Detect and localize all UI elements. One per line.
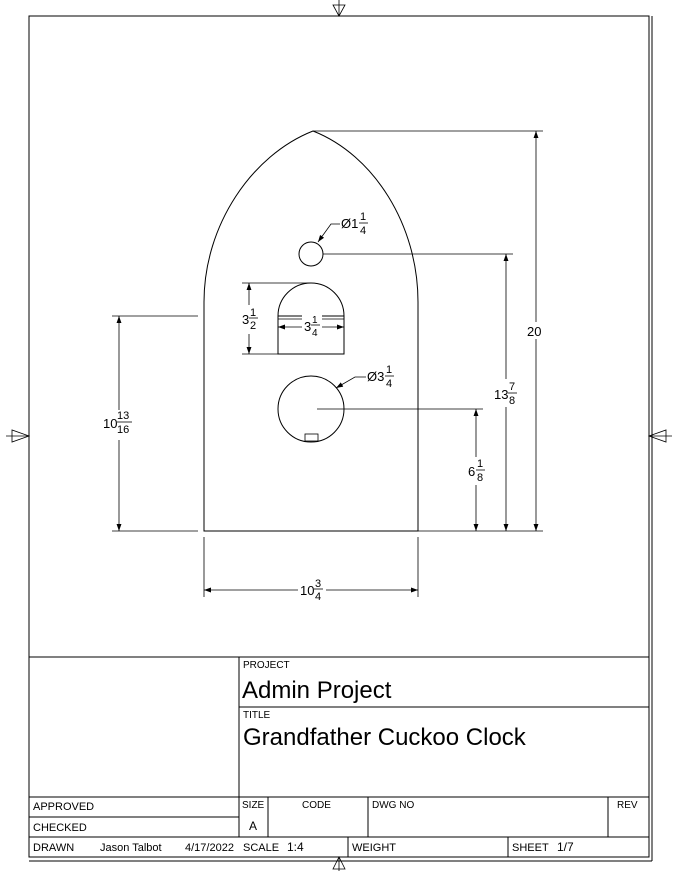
svg-text:3: 3	[304, 319, 311, 334]
svg-text:1: 1	[477, 458, 483, 470]
drawing-title: Grandfather Cuckoo Clock	[243, 724, 527, 751]
svg-text:3: 3	[242, 312, 249, 327]
svg-text:1: 1	[312, 315, 318, 326]
weight-label: WEIGHT	[352, 842, 396, 854]
svg-text:4: 4	[386, 378, 392, 390]
approved-label: APPROVED	[33, 801, 94, 813]
svg-text:1: 1	[360, 211, 366, 223]
dim-big-hole-height: 6 1 8	[468, 458, 485, 484]
leader-small-hole	[317, 223, 340, 243]
leader-big-hole	[335, 376, 366, 389]
svg-text:8: 8	[509, 395, 515, 407]
svg-text:3: 3	[315, 578, 321, 590]
svg-text:10: 10	[103, 416, 117, 431]
dim-small-hole-diameter: Ø1 1 4	[341, 211, 368, 237]
dim-small-hole-height: 13 7 8	[494, 381, 517, 407]
svg-text:Ø1: Ø1	[341, 216, 358, 231]
svg-text:8: 8	[477, 472, 483, 484]
dim-door-width: 3 1 4	[304, 315, 320, 339]
dim-big-hole-diameter: Ø3 1 4	[367, 364, 394, 390]
drawn-date: 4/17/2022	[185, 842, 234, 854]
svg-text:16: 16	[117, 424, 129, 436]
svg-text:13: 13	[494, 387, 508, 402]
scale-label: SCALE	[243, 842, 279, 854]
svg-text:13: 13	[117, 410, 129, 422]
svg-text:4: 4	[312, 328, 318, 339]
size-label: SIZE	[242, 800, 265, 811]
dim-door-height: 3 1 2	[242, 307, 258, 332]
drawn-by: Jason Talbot	[100, 842, 162, 854]
rev-label: REV	[617, 800, 638, 811]
checked-label: CHECKED	[33, 822, 87, 834]
extension-lines	[112, 130, 543, 597]
dim-total-height: 20	[527, 324, 541, 339]
svg-text:4: 4	[315, 591, 321, 603]
svg-text:7: 7	[509, 381, 515, 393]
svg-text:2: 2	[250, 320, 256, 332]
centering-mark-top	[332, 0, 346, 17]
size-value: A	[249, 819, 257, 833]
centering-mark-bottom	[332, 856, 346, 871]
title-label: TITLE	[243, 710, 271, 721]
project-label: PROJECT	[243, 660, 290, 671]
scale-value: 1:4	[287, 840, 304, 854]
dim-side-height: 10 13 16	[103, 410, 132, 436]
centering-mark-left	[6, 429, 31, 443]
svg-text:1: 1	[250, 307, 256, 319]
svg-text:1: 1	[386, 364, 392, 376]
small-hole	[298, 241, 324, 267]
sheet-value: 1/7	[557, 840, 574, 854]
svg-text:4: 4	[360, 225, 366, 237]
project-name: Admin Project	[242, 677, 392, 704]
dwg-no-label: DWG NO	[372, 800, 414, 811]
title-block	[29, 656, 649, 857]
centering-mark-right	[647, 429, 672, 443]
svg-text:6: 6	[468, 464, 475, 479]
svg-text:Ø3: Ø3	[367, 369, 384, 384]
svg-text:10: 10	[300, 583, 314, 598]
sheet-label: SHEET	[512, 842, 549, 854]
dim-total-width: 10 3 4	[300, 578, 323, 603]
code-label: CODE	[302, 800, 331, 811]
drawn-label: DRAWN	[33, 842, 74, 854]
